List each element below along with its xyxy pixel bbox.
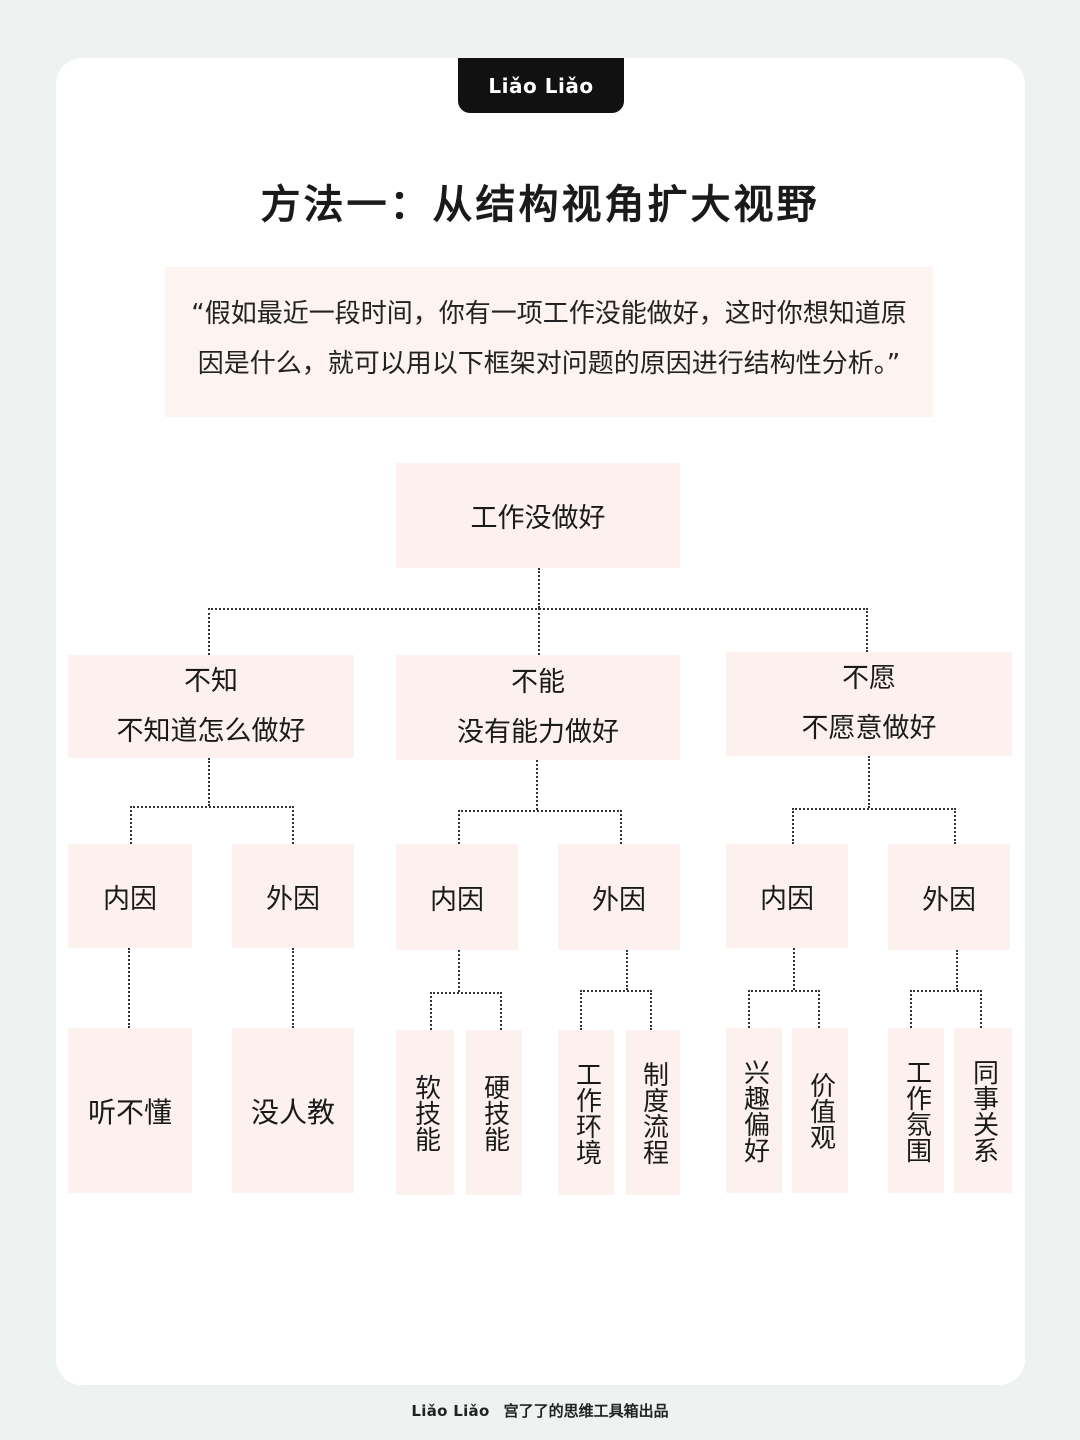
cause-node-outer: 外因	[232, 844, 354, 948]
cause-node-inner: 内因	[396, 844, 518, 950]
cause-node-outer: 外因	[888, 844, 1010, 950]
leaf-label: 兴趣偏好	[739, 1058, 770, 1163]
root-node: 工作没做好	[396, 463, 680, 568]
intro-quote: “假如最近一段时间，你有一项工作没能做好，这时你想知道原 因是什么，就可以用以下…	[165, 267, 933, 417]
leaf-label: 工作环境	[571, 1060, 602, 1165]
connector	[130, 806, 294, 808]
leaf-node: 硬技能	[466, 1030, 522, 1195]
branch-node-buzhi: 不知 不知道怎么做好	[68, 655, 354, 758]
connector	[292, 806, 294, 844]
connector	[818, 990, 820, 1028]
branch-title: 不愿	[842, 663, 896, 694]
leaf-node: 制度流程	[626, 1030, 680, 1195]
intro-line-2: 因是什么，就可以用以下框架对问题的原因进行结构性分析。”	[197, 349, 901, 379]
cause-node-inner: 内因	[68, 844, 192, 948]
cause-node-outer: 外因	[558, 844, 680, 950]
footer-text: 宫了了的思维工具箱出品	[503, 1402, 669, 1420]
footer-brand-logo: Liǎo Liǎo	[411, 1402, 490, 1420]
connector	[208, 608, 210, 655]
branch-node-buneng: 不能 没有能力做好	[396, 655, 680, 760]
connector	[292, 948, 294, 1028]
leaf-label: 软技能	[410, 1073, 441, 1152]
connector	[130, 806, 132, 844]
leaf-label: 价值观	[805, 1071, 836, 1150]
connector	[748, 990, 750, 1028]
connector	[536, 760, 538, 810]
brand-logo: Liǎo Liǎo	[458, 58, 624, 113]
leaf-node: 同事关系	[954, 1028, 1012, 1193]
page-title: 方法一：从结构视角扩大视野	[260, 182, 820, 228]
connector	[430, 992, 432, 1030]
connector	[208, 758, 210, 806]
branch-subtitle: 没有能力做好	[457, 716, 619, 748]
connector	[793, 948, 795, 990]
leaf-label: 硬技能	[479, 1073, 510, 1152]
leaf-node: 听不懂	[68, 1028, 192, 1193]
connector	[792, 808, 794, 844]
connector	[500, 992, 502, 1030]
intro-line-1: “假如最近一段时间，你有一项工作没能做好，这时你想知道原	[191, 299, 907, 329]
connector	[650, 990, 652, 1030]
connector	[910, 990, 982, 992]
cause-node-inner: 内因	[726, 844, 848, 948]
connector	[748, 990, 820, 992]
branch-title: 不能	[511, 666, 565, 698]
leaf-node: 兴趣偏好	[726, 1028, 782, 1193]
connector	[430, 992, 502, 994]
leaf-node: 没人教	[232, 1028, 354, 1193]
connector	[792, 808, 956, 810]
leaf-label: 工作氛围	[901, 1058, 932, 1163]
leaf-node: 工作氛围	[888, 1028, 944, 1193]
connector	[956, 950, 958, 990]
connector	[128, 948, 130, 1028]
connector	[538, 568, 540, 608]
connector	[954, 808, 956, 844]
connector	[458, 810, 622, 812]
leaf-node: 软技能	[396, 1030, 454, 1195]
branch-subtitle: 不愿意做好	[801, 713, 937, 744]
connector	[458, 810, 460, 844]
connector	[538, 608, 540, 655]
branch-node-buyuan: 不愿 不愿意做好	[726, 652, 1012, 756]
footer-credit: Liǎo Liǎo 宫了了的思维工具箱出品	[0, 1400, 1080, 1421]
connector	[868, 756, 870, 808]
leaf-label: 制度流程	[638, 1060, 669, 1165]
branch-subtitle: 不知道怎么做好	[116, 715, 306, 747]
leaf-node: 工作环境	[558, 1030, 614, 1195]
leaf-node: 价值观	[792, 1028, 848, 1193]
connector	[626, 950, 628, 990]
branch-title: 不知	[184, 665, 238, 697]
connector	[620, 810, 622, 844]
connector	[580, 990, 652, 992]
connector	[910, 990, 912, 1028]
connector	[980, 990, 982, 1028]
connector	[458, 950, 460, 992]
leaf-label: 同事关系	[968, 1058, 999, 1163]
connector	[580, 990, 582, 1030]
connector	[866, 608, 868, 652]
